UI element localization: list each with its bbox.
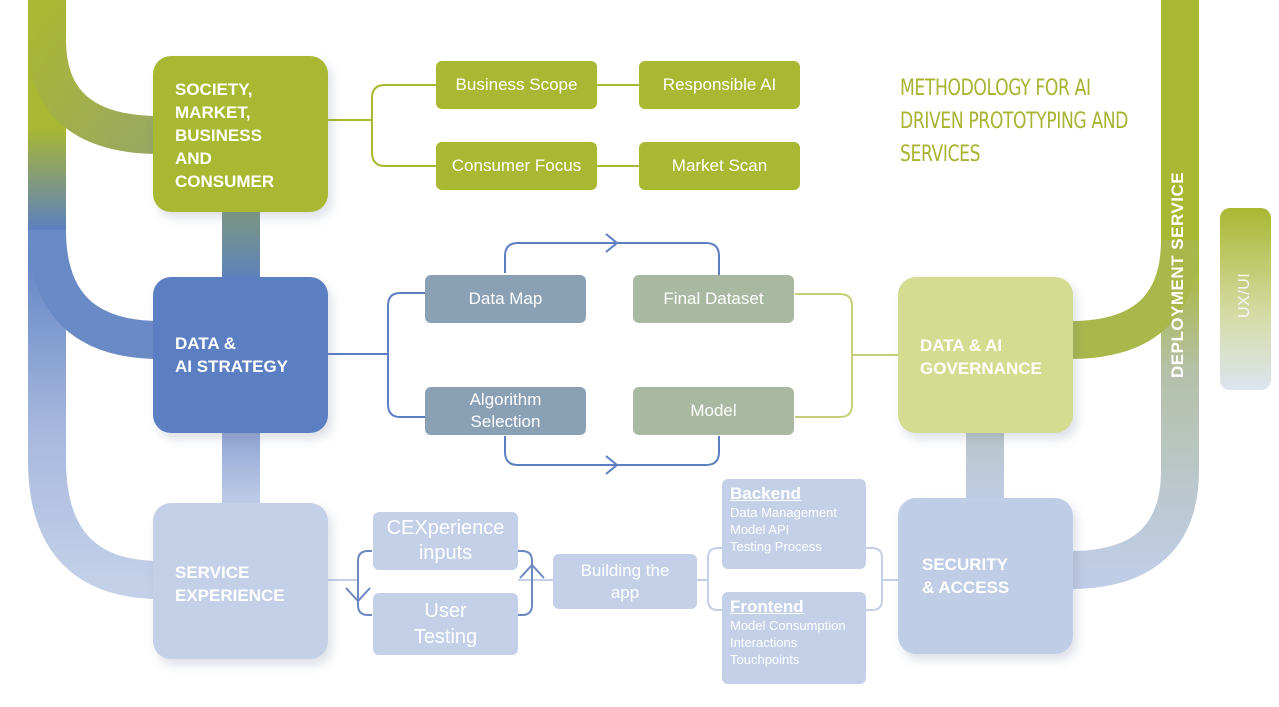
uxui-label: UX/UI <box>1236 272 1253 318</box>
uxui-bar <box>1220 208 1271 390</box>
stage-label-line: GOVERNANCE <box>920 359 1042 378</box>
top-arc <box>28 0 161 154</box>
cexperience-inputs-node[interactable]: CEXperience inputs <box>373 512 518 570</box>
algorithm-selection-node[interactable]: Algorithm Selection <box>425 387 586 435</box>
stage-security-access[interactable]: SECURITY & ACCESS <box>898 498 1073 654</box>
node-label-line: User <box>424 600 467 622</box>
strategy-connectors <box>328 233 720 475</box>
stage-label-line: BUSINESS <box>175 126 262 145</box>
stage-data-ai-governance[interactable]: DATA & AI GOVERNANCE <box>898 277 1073 433</box>
connector-society-strategy <box>222 205 260 285</box>
user-testing-node[interactable]: User Testing <box>373 593 518 655</box>
stage-label-line: CONSUMER <box>175 172 275 191</box>
frontend-heading: Frontend <box>730 597 804 616</box>
diagram-title: METHODOLOGY FOR AI DRIVEN PROTOTYPING AN… <box>900 72 1128 171</box>
right-trunk <box>1069 0 1199 589</box>
backend-heading: Backend <box>730 484 801 503</box>
responsible-ai-node[interactable]: Responsible AI <box>639 61 800 109</box>
stage-label-line: SERVICE <box>175 563 250 582</box>
node-label-line: inputs <box>418 542 473 564</box>
society-connectors <box>328 84 639 167</box>
stage-label-line: DATA & AI <box>920 336 1003 355</box>
stage-label-line: AI STRATEGY <box>175 357 289 376</box>
market-scan-node[interactable]: Market Scan <box>639 142 800 190</box>
node-label-line: Algorithm <box>469 390 542 409</box>
node-label-line: Selection <box>470 412 541 431</box>
service-loop-arrows <box>345 550 545 616</box>
connector-strategy-service <box>222 430 260 510</box>
stage-label-line: & ACCESS <box>922 578 1010 597</box>
deployment-service-label: DEPLOYMENT SERVICE <box>1168 171 1187 378</box>
node-label-line: Building the <box>580 560 670 580</box>
stage-label-line: MARKET, <box>175 103 251 122</box>
backend-item: Model API <box>730 522 790 537</box>
title-line-1: METHODOLOGY FOR AI <box>900 76 1091 101</box>
stage-label-line: DATA & <box>175 334 237 353</box>
backend-item: Data Management <box>730 505 837 520</box>
title-line-2: DRIVEN PROTOTYPING AND <box>900 109 1129 134</box>
stage-society-market[interactable]: SOCIETY, MARKET, BUSINESS AND CONSUMER <box>153 56 328 212</box>
node-label-line: Testing <box>413 626 478 648</box>
backend-item: Testing Process <box>730 539 822 554</box>
consumer-focus-node[interactable]: Consumer Focus <box>436 142 597 190</box>
stage-data-ai-strategy[interactable]: DATA & AI STRATEGY <box>153 277 328 433</box>
model-node[interactable]: Model <box>633 387 794 435</box>
frontend-item: Model Consumption <box>730 618 846 633</box>
node-label-line: app <box>610 582 640 602</box>
building-the-app-node[interactable]: Building the app <box>553 554 697 609</box>
business-scope-node[interactable]: Business Scope <box>436 61 597 109</box>
data-map-node[interactable]: Data Map <box>425 275 586 323</box>
backend-node[interactable]: Backend Data Management Model API Testin… <box>722 479 866 569</box>
left-trunk <box>28 0 161 599</box>
title-line-3: SERVICES <box>900 142 981 167</box>
governance-arc <box>1069 239 1199 359</box>
frontend-item: Touchpoints <box>730 652 800 667</box>
stage-label-line: AND <box>175 149 212 168</box>
node-label-line: CEXperience <box>386 517 505 539</box>
strategy-arc <box>28 229 161 359</box>
final-dataset-node[interactable]: Final Dataset <box>633 275 794 323</box>
stage-label-line: EXPERIENCE <box>175 586 285 605</box>
frontend-node[interactable]: Frontend Model Consumption Interactions … <box>722 592 866 684</box>
governance-connectors <box>795 293 898 418</box>
frontend-item: Interactions <box>730 635 798 650</box>
stage-label-line: SOCIETY, <box>175 80 253 99</box>
stage-label-line: SECURITY <box>922 555 1008 574</box>
stage-service-experience[interactable]: SERVICE EXPERIENCE <box>153 503 328 659</box>
connector-governance-security <box>966 430 1004 505</box>
service-connectors <box>328 547 898 611</box>
